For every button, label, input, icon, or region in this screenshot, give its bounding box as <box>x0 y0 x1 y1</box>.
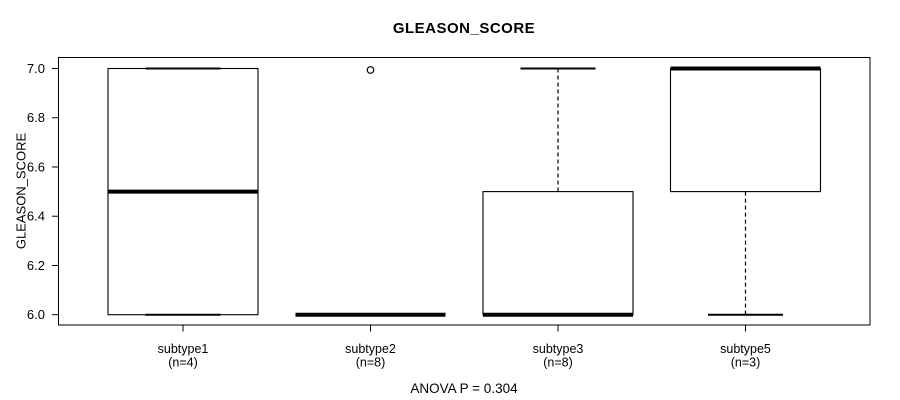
x-category-label: subtype1 <box>158 342 209 356</box>
x-category-sublabel: (n=8) <box>356 356 386 370</box>
y-tick-label: 6.0 <box>27 307 45 322</box>
y-axis-title: GLEASON_SCORE <box>13 132 29 250</box>
iqr-box <box>669 67 822 193</box>
y-tick-label: 6.6 <box>27 159 45 174</box>
iqr-box <box>482 191 634 316</box>
x-category-label: subtype5 <box>720 342 771 356</box>
y-tick-label: 6.8 <box>27 110 45 125</box>
x-category-label: subtype2 <box>345 342 396 356</box>
y-tick-label: 7.0 <box>27 61 45 76</box>
x-category-sublabel: (n=8) <box>543 356 573 370</box>
x-category-sublabel: (n=3) <box>731 356 761 370</box>
y-tick-label: 6.2 <box>27 258 45 273</box>
x-category-label: subtype3 <box>533 342 584 356</box>
plot-border <box>58 57 871 326</box>
y-tick-label: 6.4 <box>27 209 45 224</box>
chart-title: GLEASON_SCORE <box>392 20 536 37</box>
anova-annotation: ANOVA P = 0.304 <box>410 381 518 396</box>
outlier-point <box>366 66 375 74</box>
x-category-sublabel: (n=4) <box>168 356 198 370</box>
